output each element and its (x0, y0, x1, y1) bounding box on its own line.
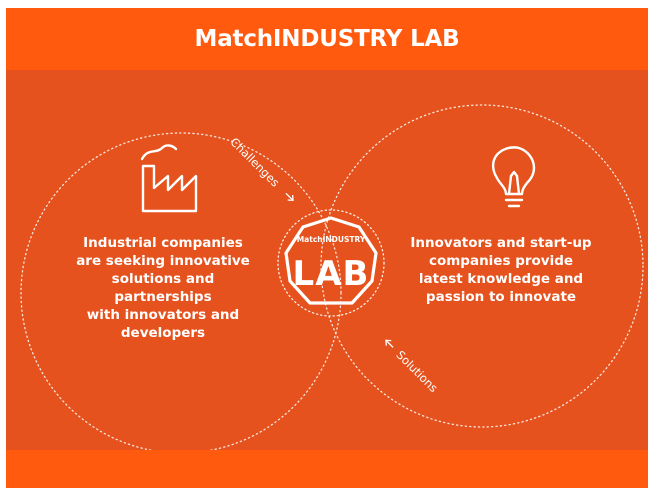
left-line-4: partnerships (114, 289, 212, 305)
left-line-5: with innovators and (86, 307, 240, 323)
diagram: MatchINDUSTRY LAB Challenges Solutions (20, 104, 644, 454)
title-bar: MatchINDUSTRY LAB (6, 8, 648, 70)
left-line-1: Industrial companies (83, 235, 243, 251)
challenges-arrow-icon (285, 192, 294, 202)
slide: MatchINDUSTRY LAB MatchINDUSTRY LAB Chal… (6, 8, 648, 488)
lab-badge: MatchINDUSTRY LAB (284, 216, 378, 305)
left-line-2: are seeking innovative (76, 253, 250, 269)
right-line-4: passion to innovate (425, 289, 577, 305)
lab-badge-big-text: LAB (293, 254, 370, 294)
innovators-text: Innovators and start-up companies provid… (398, 234, 604, 306)
lab-badge-octagon (284, 216, 378, 305)
right-line-2: companies provide (428, 253, 574, 269)
challenges-flow: Challenges (227, 135, 294, 202)
challenges-label: Challenges (227, 135, 282, 190)
page-title: MatchINDUSTRY LAB (194, 26, 460, 52)
lightbulb-icon (491, 146, 536, 208)
right-line-3: latest knowledge and (418, 271, 584, 287)
left-line-3: solutions and (111, 271, 215, 287)
left-line-6: developers (120, 325, 206, 341)
factory-icon (140, 144, 198, 213)
solutions-label: Solutions (393, 348, 440, 395)
lab-badge-small-text: MatchINDUSTRY (297, 235, 366, 244)
center-ring (277, 209, 385, 317)
industrial-companies-text: Industrial companies are seeking innovat… (54, 234, 272, 342)
solutions-arrow-icon (385, 339, 394, 348)
solutions-flow: Solutions (385, 339, 441, 395)
right-circle (320, 104, 644, 428)
bottom-bar (6, 450, 648, 488)
right-line-1: Innovators and start-up (410, 235, 592, 251)
